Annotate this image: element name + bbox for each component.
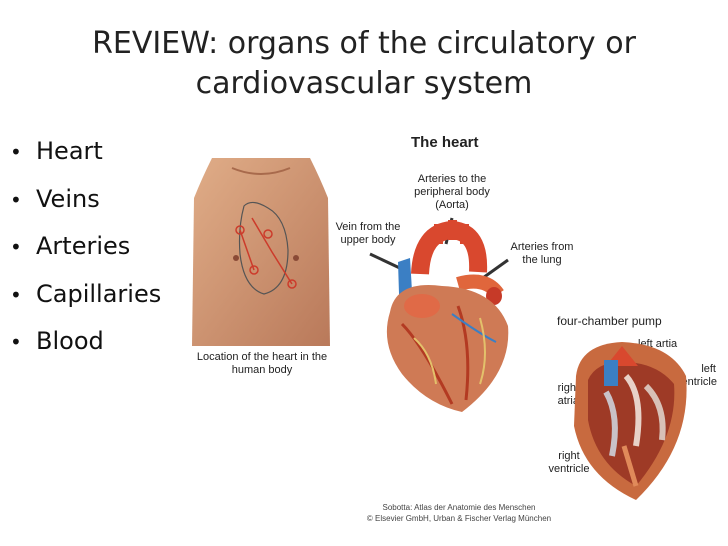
pump-heading: four-chamber pump bbox=[557, 314, 662, 328]
label-aorta: Arteries to the peripheral body (Aorta) bbox=[414, 173, 490, 211]
torso-image bbox=[192, 158, 330, 346]
label-arteries-lung: Arteries from the lung bbox=[510, 241, 574, 266]
heart-image bbox=[369, 217, 509, 412]
label-right-ventricle: right ventricle bbox=[548, 450, 590, 475]
bullet-text: Heart bbox=[36, 137, 103, 165]
label-vein-upper-body: Vein from the upper body bbox=[335, 221, 401, 246]
pump-image bbox=[574, 342, 687, 500]
bullet-item: •Blood bbox=[10, 327, 104, 355]
bullet-text: Blood bbox=[36, 327, 104, 355]
heart-heading: The heart bbox=[411, 134, 479, 151]
bullet-item: •Heart bbox=[10, 137, 103, 165]
credit-line-2: © Elsevier GmbH, Urban & Fischer Verlag … bbox=[366, 514, 552, 523]
bullet-text: Arteries bbox=[36, 232, 131, 260]
credit-line-1: Sobotta: Atlas der Anatomie des Menschen bbox=[382, 503, 536, 512]
bullet-text: Veins bbox=[36, 184, 100, 213]
bullet-list: •Heart •Veins •Arteries •Capillaries •Bl… bbox=[10, 128, 161, 366]
bullet-item: •Arteries bbox=[10, 232, 131, 260]
label-right-atria: right atria bbox=[557, 382, 579, 407]
bullet-item: •Capillaries bbox=[10, 279, 162, 308]
bullet-item: •Veins bbox=[10, 184, 100, 213]
slide-title: REVIEW: organs of the circulatory or car… bbox=[92, 26, 636, 101]
torso-caption: Location of the heart in the human body bbox=[196, 351, 328, 376]
bullet-text: Capillaries bbox=[36, 279, 162, 308]
